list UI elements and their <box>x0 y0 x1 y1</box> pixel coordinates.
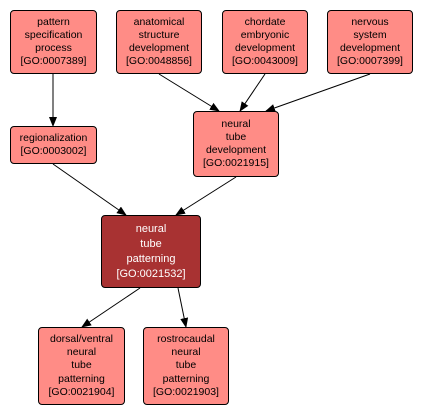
go-id-label: [GO:0003002] <box>20 145 87 157</box>
term-name-line: development <box>339 42 401 54</box>
go-id-label: [GO:0007389] <box>20 55 87 68</box>
term-name-line: development <box>205 144 267 156</box>
term-name-line: dorsal/ventral <box>49 332 114 345</box>
term-name-line: embryonic <box>240 28 290 41</box>
go-id-label: [GO:0043009] <box>232 55 298 68</box>
term-name-line: patterning <box>58 372 105 385</box>
term-name-line: tube <box>71 359 92 372</box>
go-id-label: [GO:0007399] <box>337 55 403 68</box>
term-name-line: development <box>234 42 296 54</box>
term-name-line: patterning <box>126 252 176 265</box>
term-name-line: chordate <box>244 15 286 28</box>
term-name-line: regionalization <box>19 131 88 144</box>
edge-go0021532-to-go0021903 <box>177 287 189 328</box>
edge-go0003002-to-go0021532 <box>52 163 127 216</box>
go-id-label: [GO:0021915] <box>203 157 269 170</box>
go-term-node-go0003002[interactable]: regionalization[GO:0003002] <box>10 126 97 164</box>
term-name-line: tube <box>225 130 247 143</box>
go-term-node-go0021532[interactable]: neural tube patterning [GO:0021532] <box>101 215 201 288</box>
term-name-line: nervous <box>351 15 389 28</box>
edge-go0048856-to-go0021915 <box>158 73 220 112</box>
node-label: neural tube patterning [GO:0021532] <box>116 222 185 282</box>
term-name-line: neural <box>135 222 167 235</box>
go-id-label: [GO:0021904] <box>48 385 115 398</box>
go-id-label: [GO:0021532] <box>116 267 186 280</box>
term-name-line: anatomical <box>133 15 185 28</box>
edge-go0021915-to-go0021532 <box>175 176 237 216</box>
term-name-line: neural <box>221 117 251 130</box>
term-name-line: neural <box>171 346 201 359</box>
term-name-line: development <box>128 42 190 54</box>
term-name-line: patterning <box>162 372 210 385</box>
node-label: regionalization[GO:0003002] <box>20 132 88 158</box>
go-id-label: [GO:0048856] <box>126 55 192 68</box>
term-name-line: tube <box>175 359 197 372</box>
go-id-label: [GO:0021903] <box>153 385 219 398</box>
term-name-line: system <box>353 28 387 41</box>
term-name-line: pattern <box>37 15 70 28</box>
term-name-line: process <box>35 42 72 54</box>
term-name-line: rostrocaudal <box>157 332 215 345</box>
term-name-line: tube <box>140 237 162 250</box>
term-name-line: structure <box>138 28 180 41</box>
edge-go0043009-to-go0021915 <box>239 73 266 112</box>
edge-go0007399-to-go0021915 <box>265 73 371 112</box>
term-name-line: specification <box>24 28 83 41</box>
term-name-line: neural <box>66 346 97 359</box>
edge-go0021532-to-go0021904 <box>81 287 141 328</box>
